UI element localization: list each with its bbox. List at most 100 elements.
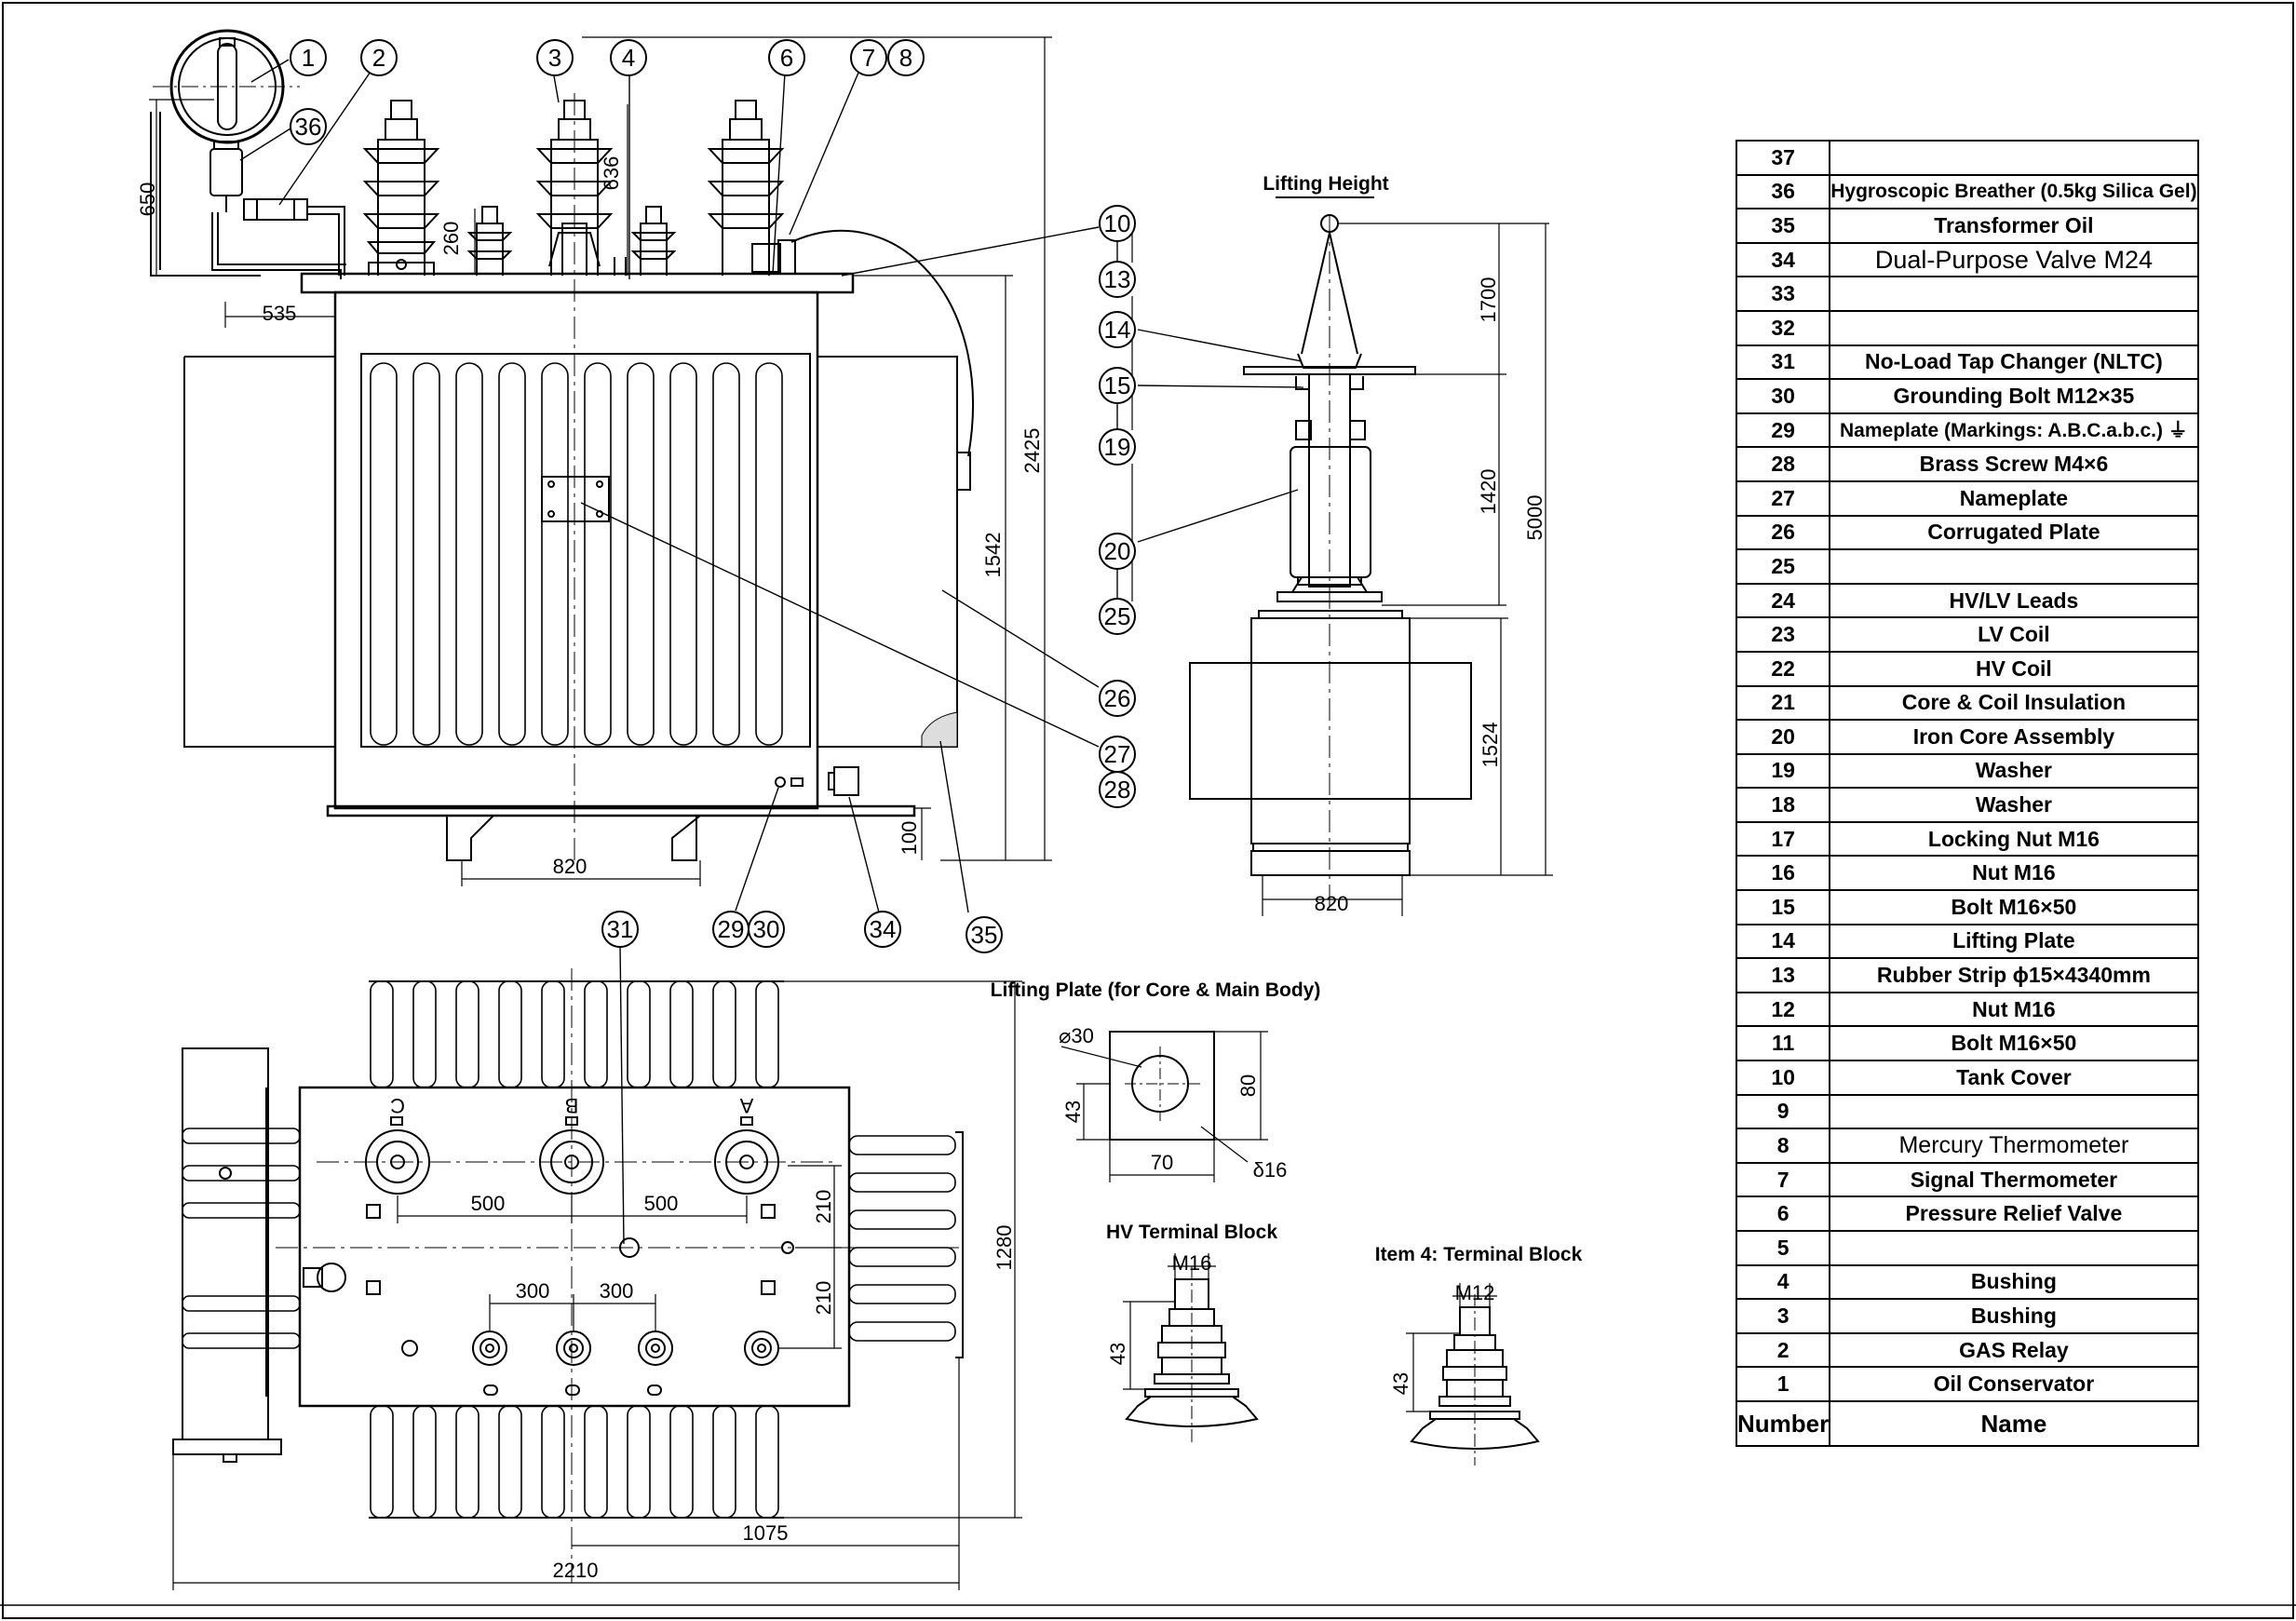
dim-43-lv: 43: [1389, 1372, 1412, 1395]
balloon-8: 8: [899, 44, 912, 72]
part-name: [1829, 1093, 2199, 1130]
part-number: 8: [1735, 1128, 1831, 1164]
part-name: Bushing: [1829, 1263, 2199, 1301]
front-radiator-fins: [370, 362, 783, 746]
part-number: 19: [1735, 752, 1831, 790]
balloon-15: 15: [1104, 371, 1131, 399]
front-dimension-texts: 650 535 260 636 1542 2425 820 100: [136, 156, 1044, 878]
balloon-34: 34: [870, 915, 897, 943]
top-radiator-fins-left: [182, 1128, 301, 1349]
dim-5000: 5000: [1523, 495, 1546, 541]
dim-43-hv: 43: [1106, 1343, 1129, 1365]
hv-bushing-right: [707, 100, 785, 276]
part-number: 12: [1735, 991, 1831, 1028]
part-number: 25: [1735, 548, 1831, 585]
dim-1524: 1524: [1479, 723, 1502, 768]
part-name: Nameplate (Markings: A.B.C.a.b.c.) ⏚: [1829, 412, 2199, 449]
label-phase-c: C: [390, 1094, 405, 1117]
part-name: Grounding Bolt M12×35: [1829, 378, 2199, 414]
balloon-14: 14: [1104, 316, 1131, 344]
part-name: Mercury Thermometer: [1829, 1128, 2199, 1164]
lifting-plate-texts: Lifting Plate (for Core & Main Body) ⌀30…: [991, 979, 1321, 1182]
part-number: 23: [1735, 616, 1831, 653]
dim-1420: 1420: [1477, 469, 1500, 515]
top-dimensions: [172, 980, 1022, 1590]
balloon-6: 6: [780, 44, 793, 72]
caption-lifting-height: Lifting Height: [1263, 173, 1388, 195]
part-number: 17: [1735, 820, 1831, 858]
dim-1280: 1280: [993, 1225, 1016, 1271]
core-leaders: [1137, 329, 1304, 543]
item4-terminal-dims: [1406, 1283, 1497, 1412]
part-name: Transformer Oil: [1829, 208, 2199, 244]
part-name: HV/LV Leads: [1829, 582, 2199, 619]
part-name: [1829, 140, 2199, 176]
part-name: GAS Relay: [1829, 1331, 2199, 1369]
dim-500-left: 500: [471, 1192, 506, 1215]
part-name: Dual-Purpose Valve M24: [1829, 241, 2199, 278]
part-number: 32: [1735, 309, 1831, 346]
table-row: 9: [1735, 1093, 2199, 1130]
dim-210-upper: 210: [812, 1190, 835, 1224]
hv-bushing-left: [362, 100, 440, 276]
caption-hv-terminal-block: HV Terminal Block: [1106, 1222, 1277, 1243]
part-number: 30: [1735, 378, 1831, 414]
part-name: [1829, 548, 2199, 585]
core-dimensions: [1131, 196, 1553, 916]
item-balloons: [290, 39, 1136, 953]
lv-bushings: [466, 206, 677, 276]
part-name: Nut M16: [1829, 855, 2199, 892]
table-row: 5: [1735, 1230, 2199, 1266]
part-name: Signal Thermometer: [1829, 1161, 2199, 1198]
part-number: 11: [1735, 1025, 1831, 1062]
part-number: 33: [1735, 276, 1831, 312]
balloon-26: 26: [1104, 684, 1131, 712]
part-number: 36: [1735, 173, 1831, 210]
part-name: Hygroscopic Breather (0.5kg Silica Gel): [1829, 173, 2199, 210]
caption-item4-terminal-block: Item 4: Terminal Block: [1375, 1244, 1583, 1265]
part-name: Locking Nut M16: [1829, 820, 2199, 858]
dim-636: 636: [600, 156, 623, 191]
dim-m16: M16: [1172, 1251, 1212, 1275]
part-number: 26: [1735, 514, 1831, 551]
top-radiator-fins-upper: [370, 980, 779, 1088]
part-number: 16: [1735, 855, 1831, 892]
part-number: 10: [1735, 1060, 1831, 1096]
part-name: Bushing: [1829, 1298, 2199, 1334]
part-name: HV Coil: [1829, 650, 2199, 687]
part-name: LV Coil: [1829, 616, 2199, 653]
part-name: Corrugated Plate: [1829, 514, 2199, 551]
dim-1075: 1075: [743, 1521, 789, 1545]
top-dimension-texts: C B A 500 500 300 300 210 210 1280 1075 …: [390, 1094, 1016, 1582]
part-name: Bolt M16×50: [1829, 1025, 2199, 1062]
part-name: [1829, 1230, 2199, 1266]
front-leaders: [239, 59, 1100, 913]
hv-terminal-block-view: [1125, 1266, 1259, 1443]
hv-terminal-texts: HV Terminal Block M16 43: [1106, 1222, 1277, 1365]
top-view: [172, 968, 964, 1583]
dim-2210: 2210: [553, 1559, 599, 1582]
part-number: 1: [1735, 1366, 1831, 1402]
balloon-10: 10: [1104, 209, 1131, 237]
core-lift-view: [1189, 214, 1472, 912]
dim-650: 650: [136, 182, 159, 217]
caption-lifting-plate: Lifting Plate (for Core & Main Body): [991, 979, 1321, 1001]
dim-300-right: 300: [600, 1279, 634, 1303]
table-row: 33: [1735, 276, 2199, 312]
balloon-3: 3: [548, 44, 561, 72]
